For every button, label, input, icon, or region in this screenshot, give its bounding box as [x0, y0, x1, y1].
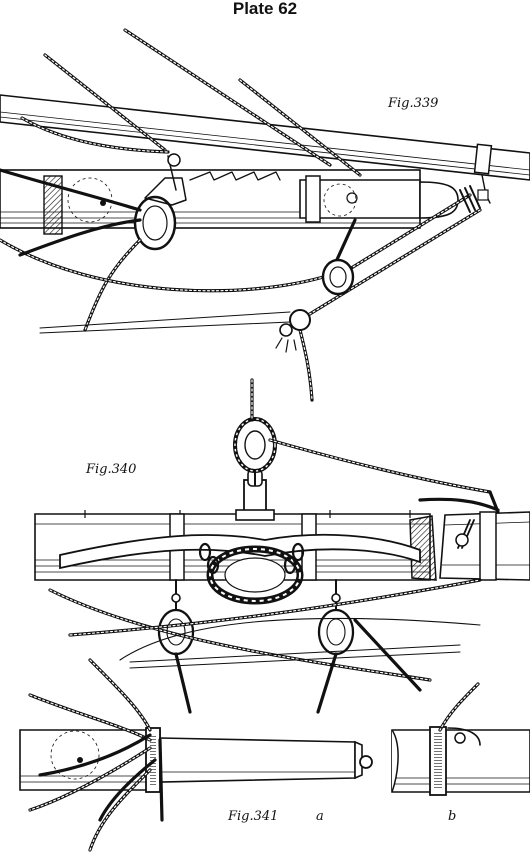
fig-341-label: Fig.341	[227, 809, 278, 824]
figure-339	[0, 28, 530, 402]
fig-339-label: Fig.339	[387, 96, 438, 111]
figure-340	[34, 378, 530, 714]
fig-341-part-b-label: b	[448, 809, 456, 824]
fig-340-label: Fig.340	[85, 462, 136, 477]
figure-341	[19, 658, 530, 852]
plate-title: Plate 62	[233, 0, 297, 18]
fig-341-part-a-label: a	[316, 809, 324, 824]
